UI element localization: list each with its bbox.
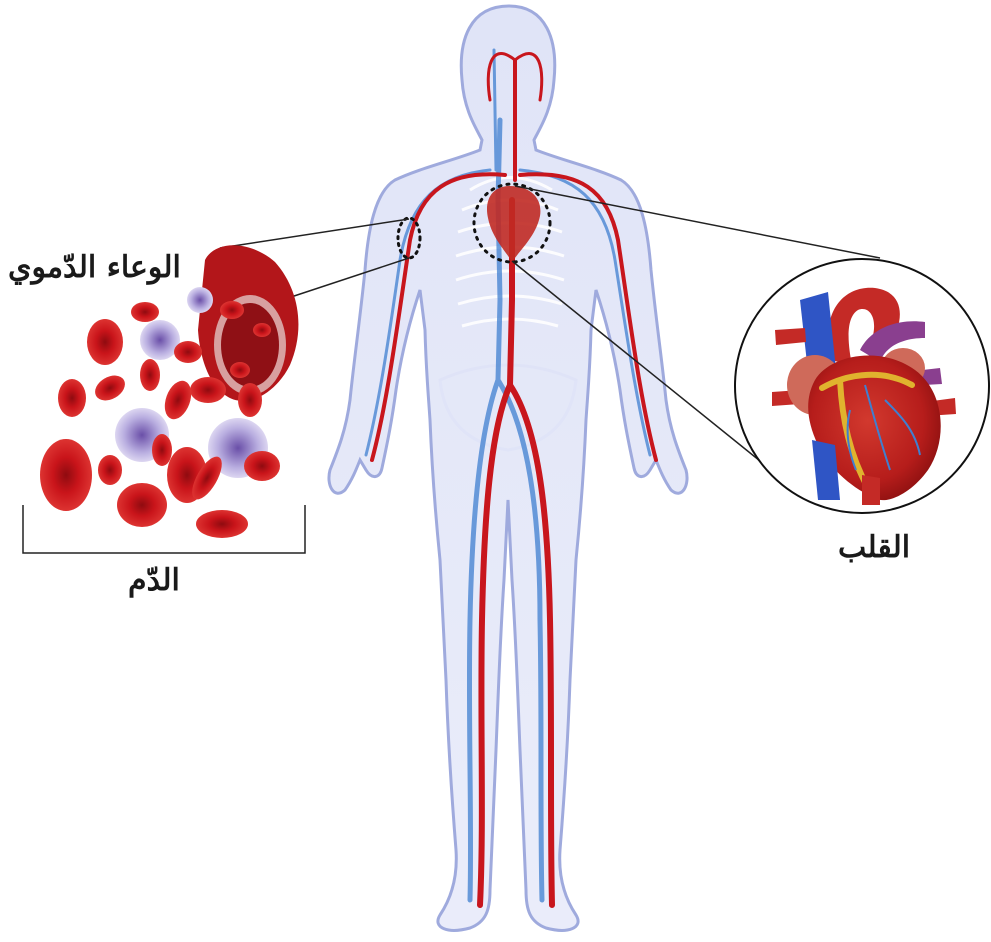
red-blood-cell xyxy=(220,301,244,319)
red-blood-cell xyxy=(190,377,226,403)
red-blood-cell xyxy=(98,455,122,485)
red-blood-cell xyxy=(131,302,159,322)
blood-cells-cluster xyxy=(40,245,298,538)
red-blood-cell xyxy=(117,483,167,527)
blood-vessel-label: الوعاء الدّموي xyxy=(8,250,181,285)
red-blood-cell xyxy=(58,379,86,417)
white-blood-cell xyxy=(187,287,213,313)
red-blood-cell xyxy=(91,370,130,405)
heart-zoom-view xyxy=(735,259,989,513)
vessel-left-stub xyxy=(775,328,806,345)
red-blood-cell xyxy=(152,434,172,466)
red-blood-cell xyxy=(253,323,271,337)
descending-aorta-stub xyxy=(862,475,880,505)
red-blood-cell xyxy=(140,359,160,391)
red-blood-cell xyxy=(160,377,196,423)
blood-label: الدّم xyxy=(128,563,180,598)
human-body-figure xyxy=(329,6,687,930)
vena-cava xyxy=(498,120,500,380)
body-silhouette xyxy=(329,6,687,930)
red-blood-cell xyxy=(196,510,248,538)
red-blood-cell xyxy=(230,362,250,378)
white-blood-cell xyxy=(140,320,180,360)
red-blood-cell xyxy=(174,341,202,363)
red-blood-cell xyxy=(87,319,123,365)
red-blood-cell xyxy=(40,439,92,511)
red-blood-cell xyxy=(238,383,262,417)
heart-label: القلب xyxy=(838,530,910,565)
red-blood-cell xyxy=(244,451,280,481)
neck-vein xyxy=(494,50,496,170)
